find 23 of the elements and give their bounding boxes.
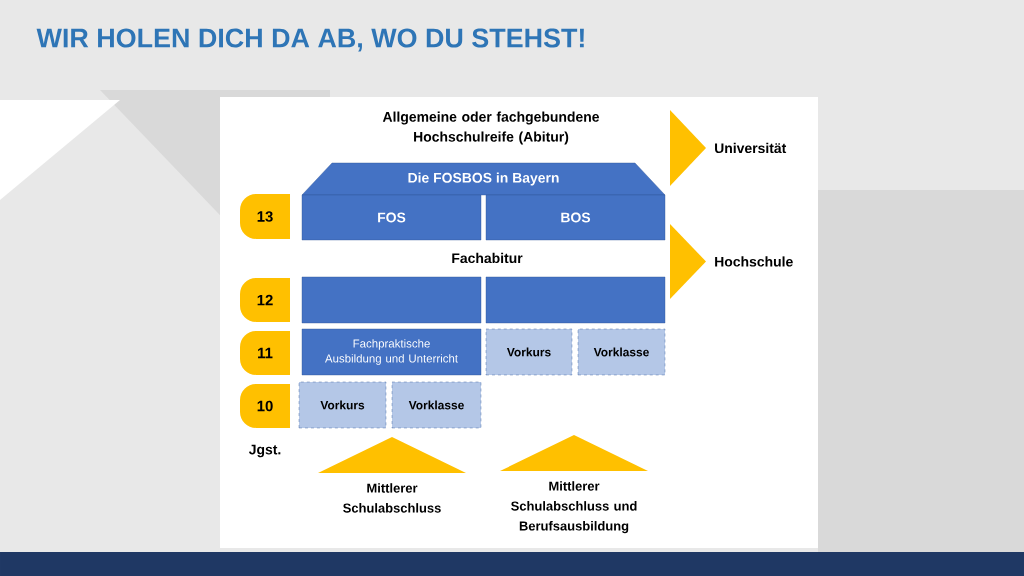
grade-tab: 12: [240, 278, 290, 322]
node-label: Mittlerer Schulabschluss: [343, 483, 441, 513]
grade-tab: 11: [240, 331, 290, 375]
grade-tab: 10: [240, 384, 290, 428]
course-box: Vorklasse: [577, 328, 666, 376]
text-label: Fachabitur: [452, 252, 523, 264]
school-box: BOS: [485, 194, 666, 241]
empty-box: [485, 276, 666, 324]
course-box: Vorklasse: [391, 381, 482, 429]
course-box: Vorkurs: [485, 328, 573, 376]
school-box: Fachpraktische Ausbildung und Unterricht: [301, 328, 482, 376]
node-label: Hochschule: [715, 256, 793, 267]
title: WIR HOLEN DICH DA AB, WO DU STEHST!: [36, 28, 584, 52]
node-label: Universität: [715, 142, 787, 154]
empty-box: [301, 276, 482, 324]
entry-triangle: Mittlerer Schulabschluss und Berufsausbildung: [500, 435, 648, 534]
entry-triangle: Mittlerer Schulabschluss: [318, 437, 466, 513]
course-box: Vorkurs: [298, 381, 387, 429]
school-box: FOS: [301, 194, 482, 241]
grade-tab: 13: [240, 194, 290, 239]
text-label: Allgemeine oder fachgebundene Hochschulreife (Abitur): [382, 111, 600, 145]
node-label: Mittlerer Schulabschluss und Berufsausbildung: [511, 481, 637, 534]
text-label: Jgst.: [248, 444, 281, 458]
